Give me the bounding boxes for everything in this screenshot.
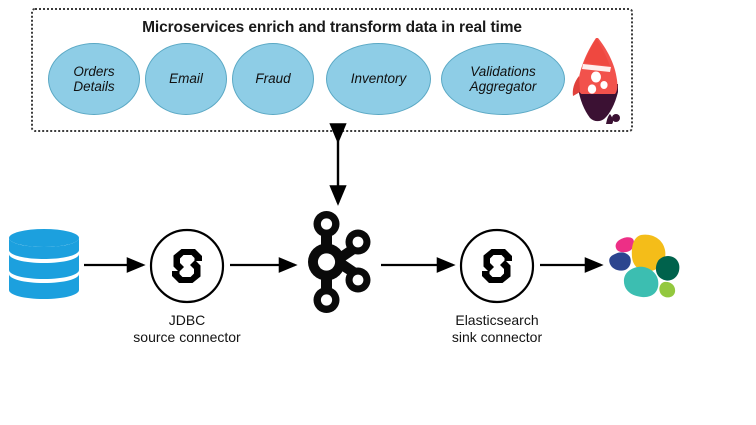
microservice-label: Email <box>169 71 203 87</box>
microservice-orders-details[interactable]: Orders Details <box>48 43 140 115</box>
microservice-label: Orders Details <box>73 63 115 94</box>
kafka-connect-icon-sink <box>458 227 536 305</box>
database-cylinder-icon <box>6 228 82 302</box>
microservice-label: Validations Aggregator <box>469 63 537 94</box>
microservices-title: Microservices enrich and transform data … <box>142 19 522 36</box>
microservice-email[interactable]: Email <box>145 43 227 115</box>
elasticsearch-sink-connector-label: Elasticsearch sink connector <box>451 312 543 346</box>
kafka-connect-icon-source <box>148 227 226 305</box>
rocket-icon <box>566 36 630 124</box>
microservice-inventory[interactable]: Inventory <box>326 43 431 115</box>
jdbc-source-connector-label: JDBC source connector <box>133 312 241 346</box>
elasticsearch-icon <box>606 232 682 298</box>
microservice-label: Fraud <box>255 71 291 87</box>
microservice-validations-aggregator[interactable]: Validations Aggregator <box>441 43 565 115</box>
apache-kafka-icon <box>300 208 376 314</box>
microservice-fraud[interactable]: Fraud <box>232 43 314 115</box>
microservice-label: Inventory <box>350 71 407 87</box>
